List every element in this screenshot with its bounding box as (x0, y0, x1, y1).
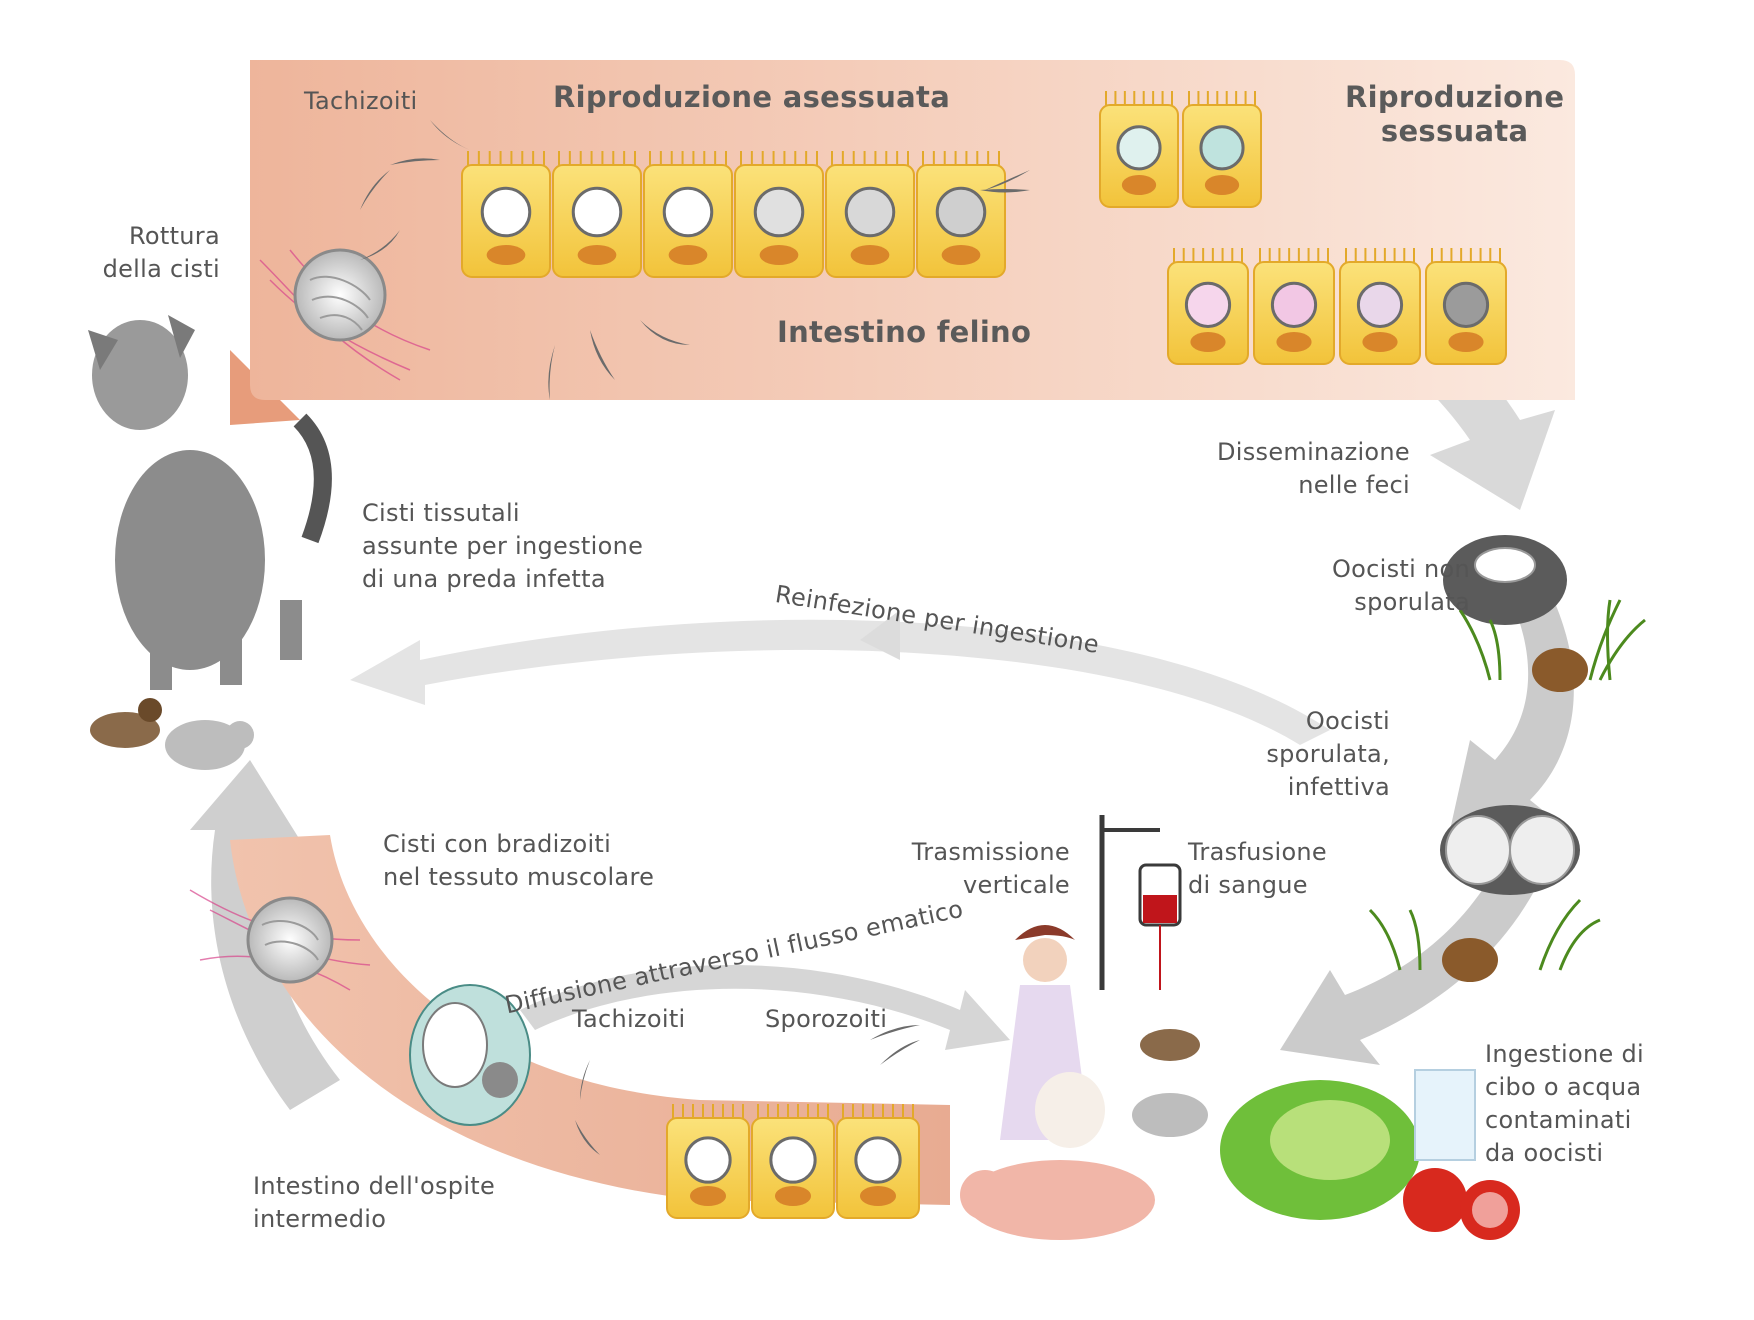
prey-animals-left (90, 698, 254, 770)
zoites (360, 120, 1030, 1155)
unsporulated-oocyst (1443, 535, 1646, 692)
label-tachizoiti-top: Tachizoiti (304, 87, 418, 115)
host-intestine-band (230, 835, 950, 1205)
asexual-cells (461, 91, 1507, 1219)
blood-transfusion (1099, 815, 1182, 990)
tissue-cyst-top (259, 248, 431, 381)
label-intestino-felino: Intestino felino (777, 315, 1032, 349)
infected-cell (409, 984, 531, 1126)
contaminated-food (1220, 1069, 1520, 1240)
label-tachizoiti-bottom: Tachizoiti (572, 1005, 686, 1033)
label-riproduzione-asessuata: Riproduzione asessuata (553, 80, 951, 114)
label-sporozoiti: Sporozoiti (765, 1005, 888, 1033)
tissue-cyst-bottom (189, 889, 371, 991)
intermediate-hosts (960, 925, 1208, 1240)
cat-illustration (88, 315, 332, 690)
sporulated-oocyst (1368, 805, 1601, 982)
